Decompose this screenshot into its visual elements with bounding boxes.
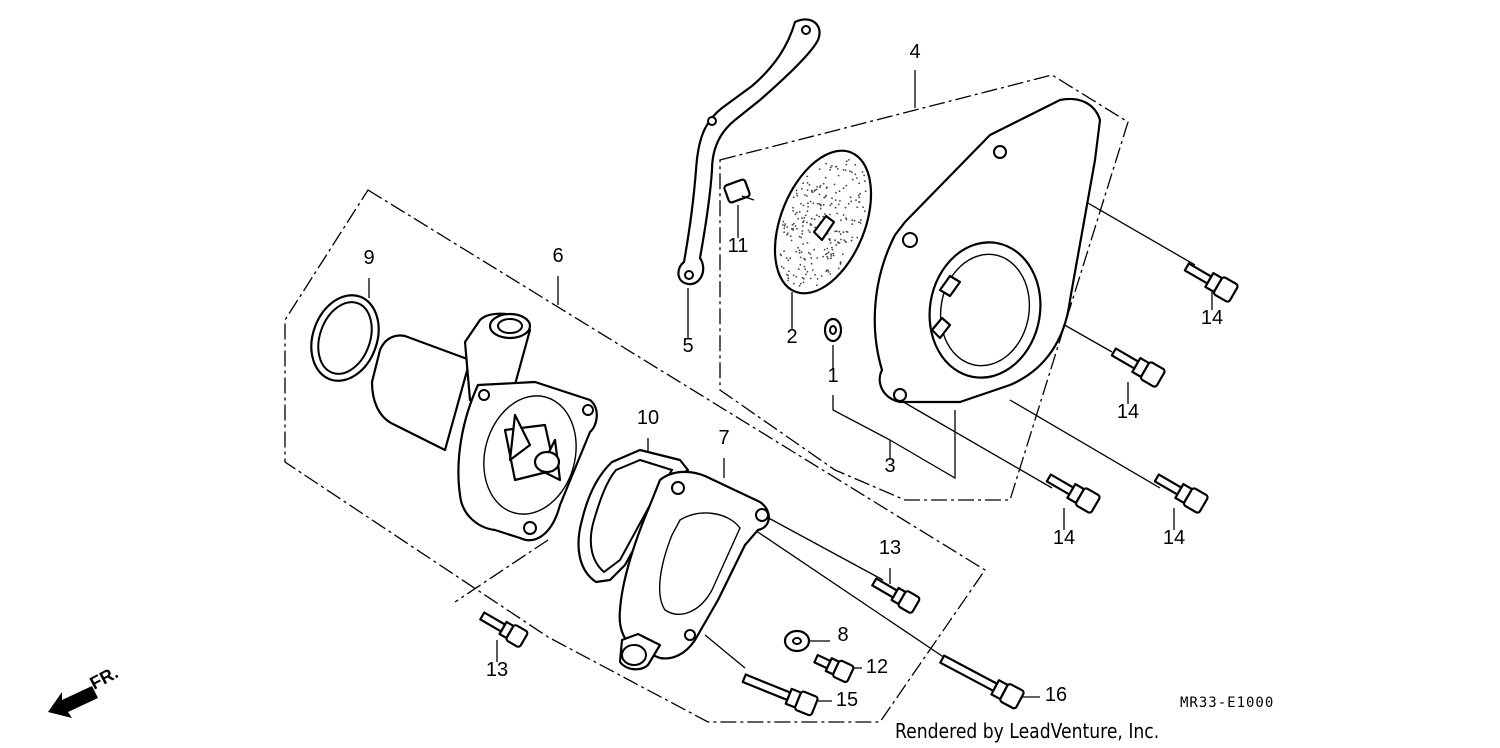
- part-11-bolt: [723, 178, 755, 204]
- part-14-bolt-c: [1045, 473, 1101, 514]
- part-8-washer: [783, 629, 811, 653]
- render-credit: Rendered by LeadVenture, Inc.: [895, 721, 1159, 744]
- part-13-bolt-a: [871, 577, 921, 614]
- callout-c10: 10: [637, 407, 659, 429]
- callout-c15: 15: [836, 689, 858, 711]
- callout-c14b: 14: [1117, 401, 1139, 423]
- part-13-bolt-b: [479, 611, 529, 648]
- part-6-water-pump: [370, 312, 598, 542]
- part-9-o-ring: [310, 294, 380, 382]
- callout-c6: 6: [552, 245, 563, 267]
- part-14-bolt-d: [1153, 473, 1209, 514]
- callout-c8: 8: [837, 624, 848, 646]
- diagram-code: MR33-E1000: [1180, 695, 1274, 711]
- callout-c13b: 13: [486, 659, 508, 681]
- callout-c2: 2: [786, 326, 797, 348]
- part-2-screen-disc: [773, 149, 873, 295]
- part-4-cover: [873, 97, 1102, 404]
- part-14-bolt-a: [1183, 262, 1239, 303]
- assembly-outline-cover: [719, 74, 1129, 501]
- part-15-bolt: [741, 673, 819, 717]
- callout-c1: 1: [827, 365, 838, 387]
- callout-c4: 4: [909, 41, 920, 63]
- assembly-outline-lower: [454, 539, 549, 603]
- callout-c16: 16: [1045, 684, 1067, 706]
- part-14-bolt-b: [1110, 347, 1166, 388]
- part-16-bolt: [939, 654, 1025, 710]
- part-12-bolt: [813, 653, 855, 684]
- callout-c5: 5: [682, 335, 693, 357]
- part-7-pump-cover: [618, 470, 770, 671]
- front-direction-arrow-icon: [48, 686, 98, 718]
- callout-c3: 3: [884, 455, 895, 477]
- callout-c9: 9: [363, 247, 374, 269]
- callout-c14d: 14: [1163, 527, 1185, 549]
- callout-c12: 12: [866, 656, 888, 678]
- callout-c7: 7: [718, 427, 729, 449]
- callout-c14c: 14: [1053, 527, 1075, 549]
- part-5-gasket: [677, 18, 821, 286]
- callout-c13a: 13: [879, 537, 901, 559]
- assembly-outline-pump: [284, 189, 986, 723]
- callout-c11: 11: [728, 235, 749, 257]
- callout-c14a: 14: [1201, 307, 1223, 329]
